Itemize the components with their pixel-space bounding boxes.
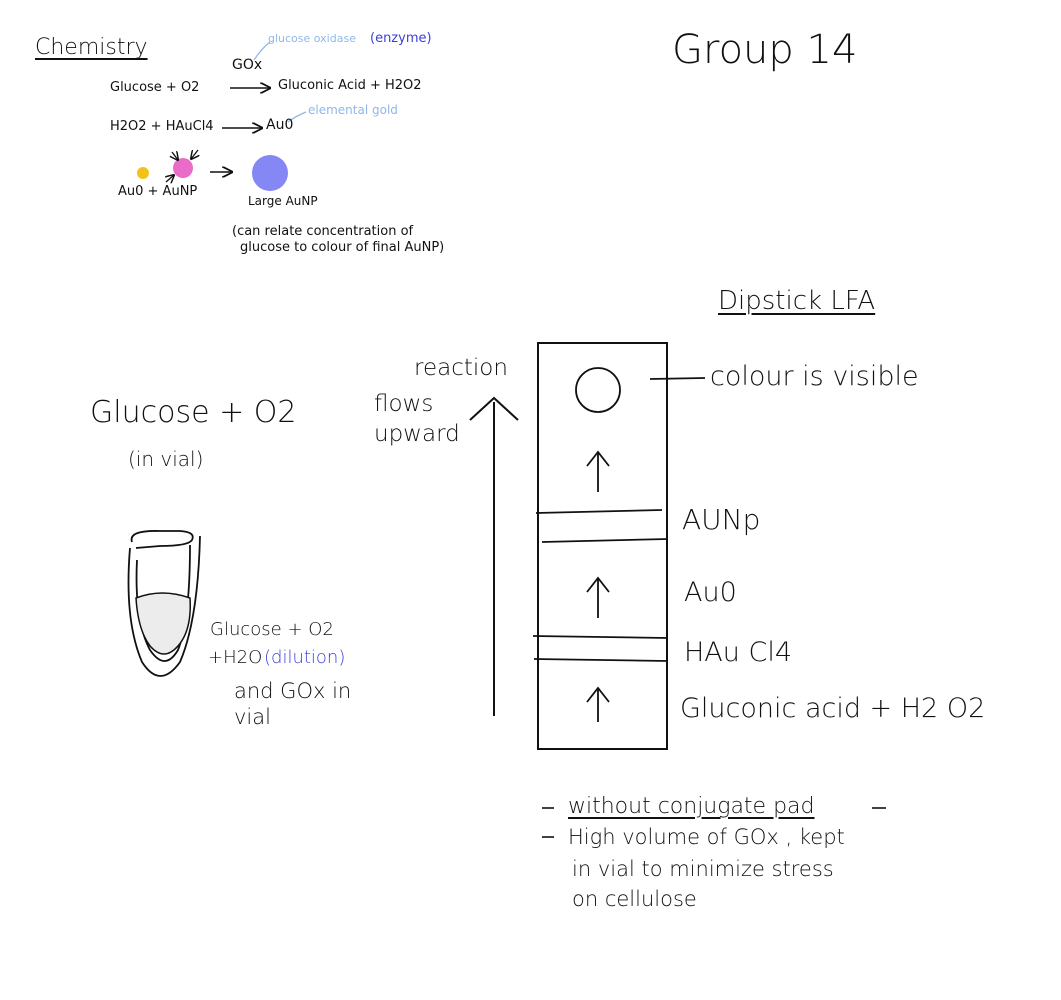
- concentration-note-1: (can relate concentration of: [232, 224, 414, 239]
- haucl4-label: HAu Cl4: [684, 637, 792, 668]
- gluconic-acid-label: Gluconic acid + H2 O2: [680, 693, 986, 724]
- gold-note-line: [287, 111, 307, 123]
- gox-note-line: [253, 41, 271, 61]
- attach-arrow-a: [172, 152, 178, 160]
- large-aunp-dot: [252, 155, 288, 191]
- vial-contents-4: vial: [234, 705, 271, 729]
- large-aunp-label: Large AuNP: [248, 194, 318, 208]
- gox-label: GOx: [232, 57, 263, 73]
- group-title: Group 14: [672, 27, 858, 73]
- colour-visible-label: colour is visible: [710, 361, 919, 392]
- flow-label-3: upward: [374, 421, 460, 447]
- flow-label-2: flows: [374, 391, 434, 417]
- vial-title: Glucose + O2: [90, 395, 297, 430]
- vial-contents-3: and GOx in: [234, 679, 352, 703]
- dipstick-title: Dipstick LFA: [718, 286, 876, 316]
- flow-label-1: reaction: [414, 355, 508, 381]
- equation-2-right: Au0: [266, 117, 294, 133]
- flow-arrow-head: [469, 396, 519, 421]
- gold-atom-dot: [137, 167, 149, 179]
- small-aunp-dot: [173, 158, 193, 178]
- vial-icon: [127, 530, 201, 677]
- note-kept-in-vial: in vial to minimize stress: [572, 857, 834, 881]
- dilution-label: (dilution): [264, 647, 346, 668]
- attach-arrow-c: [166, 175, 174, 182]
- note-high-volume: High volume of GOx , kept: [568, 825, 845, 849]
- concentration-note-2: glucose to colour of final AuNP): [240, 240, 445, 255]
- haucl4-band-top: [532, 635, 669, 639]
- aunp-band-top: [535, 509, 663, 514]
- vial-contents-1: Glucose + O2: [210, 619, 334, 640]
- chemistry-heading: Chemistry: [35, 35, 148, 60]
- attach-arrow-b: [191, 149, 198, 159]
- strip-arrow-3: [586, 686, 610, 722]
- vial-contents-2: +H2O: [208, 647, 263, 668]
- haucl4-band-bottom: [533, 658, 669, 662]
- vial-subtitle: (in vial): [128, 447, 204, 471]
- equation-1-right: Gluconic Acid + H2O2: [278, 78, 422, 93]
- aunp-label: AUNp: [682, 503, 761, 536]
- gox-note-enzyme: (enzyme): [370, 31, 432, 46]
- equation-1-left: Glucose + O2: [110, 80, 200, 95]
- note-on-cellulose: on cellulose: [572, 887, 697, 911]
- aunp-band-bottom: [541, 538, 669, 543]
- strip-arrow-2: [586, 576, 610, 618]
- gox-note: glucose oxidase: [268, 32, 356, 45]
- note-no-conjugate-pad: without conjugate pad: [568, 794, 815, 819]
- elemental-gold-note: elemental gold: [308, 103, 398, 117]
- dipstick-strip: [537, 342, 668, 750]
- result-circle: [575, 367, 621, 413]
- equation-2-left: H2O2 + HAuCl4: [110, 119, 214, 134]
- au0-label: Au0: [684, 577, 737, 608]
- strip-arrow-1: [586, 450, 610, 492]
- equation-3-left: Au0 + AuNP: [118, 184, 198, 199]
- colour-pointer-line: [649, 377, 706, 380]
